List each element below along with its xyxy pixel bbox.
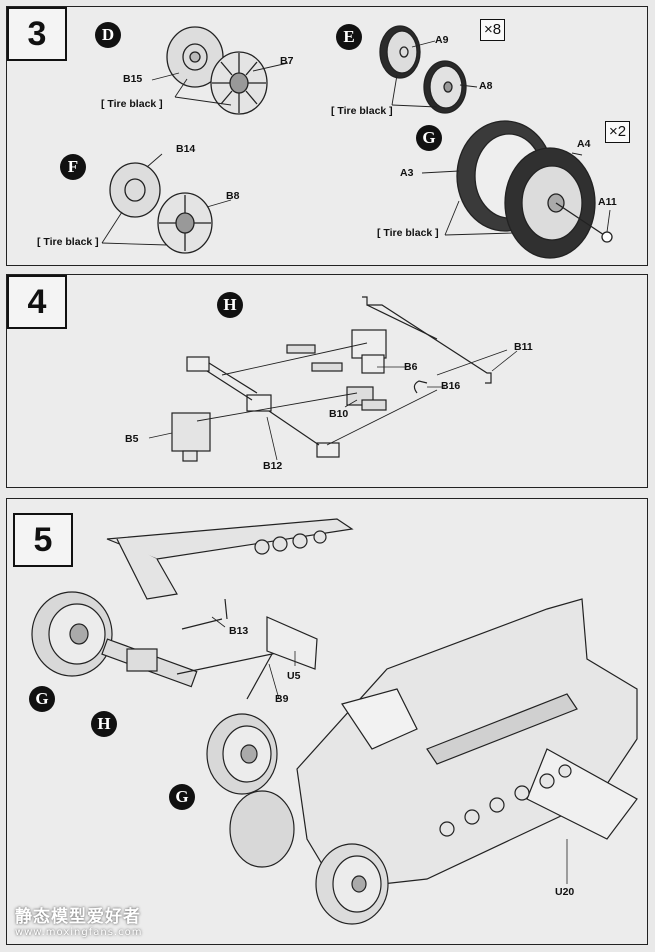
part-label-a4: A4 xyxy=(577,138,591,150)
step-5-drawing xyxy=(31,518,638,925)
part-label-b8: B8 xyxy=(226,190,240,202)
paint-note: [ Tire black ] xyxy=(101,98,163,110)
part-label-b10: B10 xyxy=(329,408,349,420)
part-label-b13: B13 xyxy=(229,625,249,637)
part-label-b7: B7 xyxy=(280,55,294,67)
subassembly-g-marker: G xyxy=(416,125,442,151)
part-label-u5: U5 xyxy=(287,670,301,682)
quantity-badge: ×2 xyxy=(605,121,631,143)
paint-note: [ Tire black ] xyxy=(37,236,99,248)
step-number: 4 xyxy=(7,275,67,329)
paint-note: [ Tire black ] xyxy=(331,105,393,117)
step-number: 5 xyxy=(13,513,73,567)
wheel-e xyxy=(379,25,467,114)
subassembly-f-marker: F xyxy=(60,154,86,180)
subassembly-d-marker: D xyxy=(95,22,121,48)
housing-b5 xyxy=(171,412,211,462)
part-label-b9: B9 xyxy=(275,693,289,705)
part-label-b15: B15 xyxy=(123,73,143,85)
paint-note: [ Tire black ] xyxy=(377,227,439,239)
part-label-b6: B6 xyxy=(404,361,418,373)
watermark-title: 静态模型爱好者 xyxy=(15,907,141,927)
quantity-badge: ×8 xyxy=(480,19,506,41)
watermark: 静态模型爱好者 www.moxingfans.com xyxy=(15,902,142,938)
axle-marker: H xyxy=(91,711,117,737)
part-label-u20: U20 xyxy=(555,886,575,898)
front-wheel-marker: G xyxy=(29,686,55,712)
front-axle xyxy=(101,638,198,688)
subassembly-e-marker: E xyxy=(336,24,362,50)
step-number: 3 xyxy=(7,7,67,61)
subassembly-h-marker: H xyxy=(217,292,243,318)
step-3-drawing xyxy=(101,25,613,259)
rod-b16 xyxy=(413,380,428,394)
watermark-url: www.moxingfans.com xyxy=(15,927,143,938)
chassis-upper xyxy=(106,518,354,600)
part-label-b5: B5 xyxy=(125,433,139,445)
step-4-panel: 4 xyxy=(6,274,648,488)
roadwheel-g xyxy=(456,120,613,259)
sprocket-f xyxy=(109,162,213,254)
part-label-a3: A3 xyxy=(400,167,414,179)
part-label-a11: A11 xyxy=(598,196,617,208)
front-wheel-right xyxy=(206,713,278,795)
part-label-a8: A8 xyxy=(479,80,493,92)
part-label-b12: B12 xyxy=(263,460,283,472)
step-3-panel: 3 xyxy=(6,6,648,266)
part-label-a9: A9 xyxy=(435,34,449,46)
part-label-b11: B11 xyxy=(514,341,533,353)
hull-wheel-rear xyxy=(229,790,295,868)
sprocket-d xyxy=(166,26,268,115)
fittings xyxy=(286,344,387,411)
bracket-b12 xyxy=(186,356,340,458)
part-label-b14: B14 xyxy=(176,143,196,155)
front-wheel-left xyxy=(31,591,113,677)
bracket-b6 xyxy=(351,329,387,374)
step-4-drawing xyxy=(148,296,518,462)
hull xyxy=(296,598,638,890)
step-5-panel: 5 xyxy=(6,498,648,945)
front-wheel-marker: G xyxy=(169,784,195,810)
part-label-b16: B16 xyxy=(441,380,461,392)
